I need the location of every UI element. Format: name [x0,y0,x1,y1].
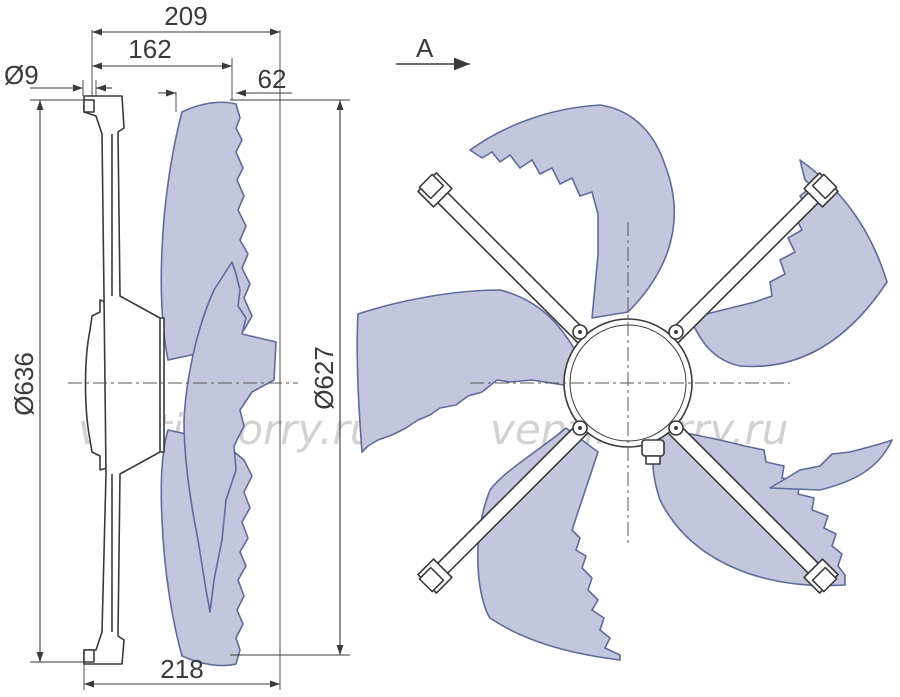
side-blade-front [183,261,277,613]
support-frame [83,95,161,665]
front-blade-right [689,159,888,368]
dim-blade-diameter-label: Ø627 [309,346,339,410]
view-marker: A [396,33,470,71]
dim-209-label: 209 [164,1,207,31]
side-view: 209 162 Ø9 62 218 Ø636 Ø627 [4,1,350,690]
dim-162-label: 162 [128,34,171,64]
front-view [356,104,893,661]
view-marker-label: A [416,33,434,63]
dim-62-label: 62 [258,64,287,94]
dim-hole-label: Ø9 [4,60,39,90]
hub-bolts [572,324,684,436]
dim-outer-diameter-label: Ø636 [9,352,39,416]
dim-218-label: 218 [160,654,203,684]
cable-gland [641,439,665,465]
front-blade-top [469,104,675,319]
front-blade-bottom-left [477,427,621,661]
front-blade-bottom-right-tip [769,439,893,491]
support-arms [417,172,839,594]
